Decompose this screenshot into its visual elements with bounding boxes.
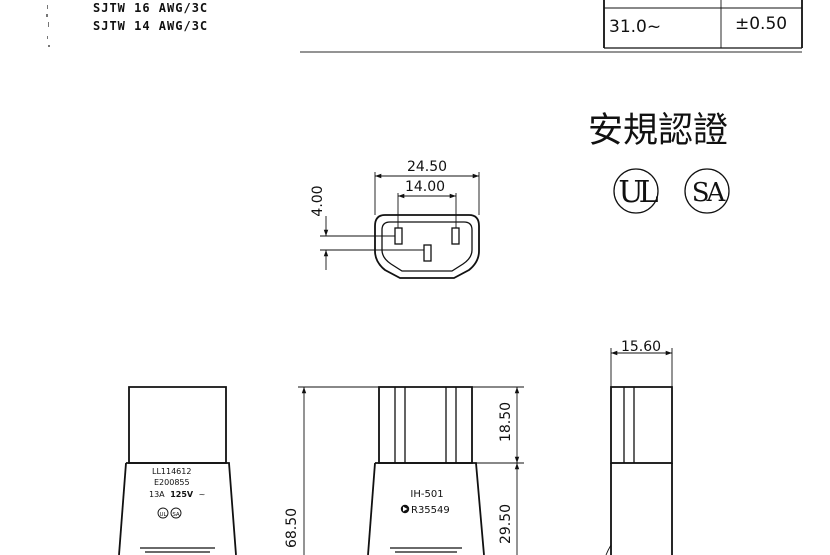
cable-spec-16awg: SJTW 16 AWG/3C: [93, 1, 208, 15]
scan-marks: [46, 5, 50, 47]
registration-number: R35549: [411, 505, 450, 516]
table-cell-value: 31.0~: [609, 17, 661, 37]
svg-text:UL: UL: [618, 175, 658, 210]
certification-title: 安規認證: [588, 111, 728, 151]
pin-ground: [423, 244, 432, 262]
svg-text:SA: SA: [692, 178, 727, 208]
dim-thickness: 15.60: [621, 339, 661, 355]
dim-head-length: 18.50: [498, 402, 514, 442]
dim-pin-spacing: 14.00: [405, 179, 445, 195]
plug-label-line2: E200855: [154, 478, 190, 487]
label-view: LL114612 E200855 13A 125V ~ UL SA: [118, 386, 237, 555]
dim-width: 24.50: [407, 159, 447, 175]
model-number: IH-501: [410, 489, 443, 500]
certification-block: 安規認證 UL SA: [588, 111, 730, 214]
mini-csa-icon: SA: [170, 507, 182, 519]
pin-right: [451, 227, 460, 245]
table-cell-tolerance: ±0.50: [735, 14, 787, 34]
svg-text:UL: UL: [159, 512, 167, 518]
side-view: 15.60: [605, 339, 673, 555]
dim-total-length: 68.50: [284, 508, 300, 548]
front-view: 24.50 14.00 4.00: [310, 159, 480, 279]
cable-spec-14awg: SJTW 14 AWG/3C: [93, 19, 208, 33]
svg-text:SA: SA: [172, 512, 180, 518]
plug-label-line1: LL114612: [152, 467, 191, 476]
csa-logo-icon: SA: [684, 168, 730, 214]
ul-logo-icon: UL: [613, 168, 664, 214]
dimension-view: IH-501 R35549 68.50 18.50 29.50: [284, 386, 524, 555]
registration-mark: R35549: [400, 504, 450, 516]
plug-rating: 13A 125V ~: [149, 490, 205, 499]
cable-spec-block: SJTW 16 AWG/3C SJTW 14 AWG/3C: [93, 1, 208, 33]
spec-table: 31.0~ ±0.50: [300, 0, 803, 53]
mini-ul-icon: UL: [157, 507, 169, 519]
dim-body-length: 29.50: [498, 504, 514, 544]
pin-left: [394, 227, 403, 245]
dim-depth: 4.00: [310, 185, 326, 216]
